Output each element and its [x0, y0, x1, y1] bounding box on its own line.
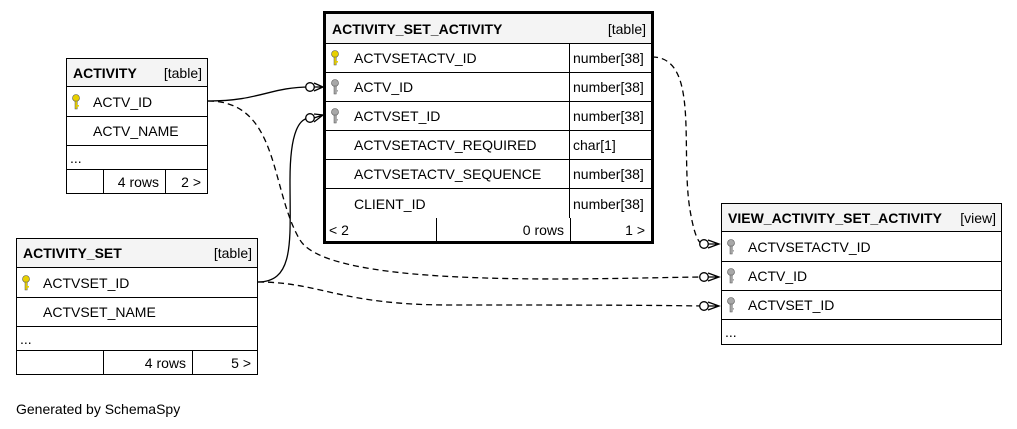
column-row[interactable]: ACTVSET_ID number[38]: [326, 102, 651, 131]
column-name: CLIENT_ID: [354, 195, 426, 212]
foreign-key-icon: [722, 262, 740, 290]
column-row[interactable]: ACTVSETACTV_REQUIRED char[1]: [326, 131, 651, 160]
column-name: ACTVSETACTV_ID: [354, 50, 477, 66]
column-row[interactable]: ACTVSET_NAME: [17, 298, 257, 327]
more-indicator: ...: [725, 324, 737, 340]
primary-key-icon: [17, 268, 35, 297]
generated-by-text: Generated by SchemaSpy: [16, 401, 181, 417]
foreign-key-icon: [326, 73, 344, 101]
footer-parents[interactable]: [67, 170, 104, 193]
column-row[interactable]: ACTV_ID: [722, 262, 1001, 291]
footer-rows: 4 rows: [104, 351, 193, 374]
more-indicator: ...: [70, 149, 82, 166]
key-slot-empty: [326, 189, 344, 218]
key-slot-empty: [67, 117, 85, 145]
link-actvset-to-view: [257, 281, 703, 307]
table-header: ACTIVITY [table]: [67, 59, 207, 87]
table-footer: 4 rows 5 >: [17, 351, 257, 374]
table-kind: [view]: [960, 209, 996, 226]
foreign-key-icon: [326, 102, 344, 130]
column-row[interactable]: ACTVSETACTV_ID: [722, 232, 1001, 262]
column-type: number[38]: [569, 189, 651, 218]
column-row[interactable]: ACTV_ID number[38]: [326, 73, 651, 102]
more-row: ...: [67, 146, 207, 170]
column-row[interactable]: CLIENT_ID number[38]: [326, 189, 651, 218]
column-name: ACTVSETACTV_ID: [748, 238, 871, 255]
column-name: ACTVSETACTV_REQUIRED: [354, 137, 537, 153]
column-name: ACTV_ID: [354, 79, 414, 95]
more-indicator: ...: [20, 330, 32, 347]
footer-children-link[interactable]: 2 >: [181, 173, 201, 190]
column-name: ACTV_ID: [748, 268, 808, 284]
table-view-activity-set-activity[interactable]: VIEW_ACTIVITY_SET_ACTIVITY [view] ACTVSE…: [721, 203, 1002, 345]
footer-rows: 0 rows: [437, 218, 571, 241]
primary-key-icon: [326, 44, 344, 72]
column-type: number[38]: [569, 44, 651, 72]
column-row[interactable]: ACTV_ID: [67, 87, 207, 117]
table-activity-set[interactable]: ACTIVITY_SET [table] ACTVSET_ID ACTVSET_…: [16, 238, 258, 375]
table-header: ACTIVITY_SET [table]: [17, 239, 257, 268]
table-footer: < 2 0 rows 1 >: [326, 218, 651, 241]
more-row: ...: [17, 327, 257, 351]
column-row[interactable]: ACTVSET_ID: [722, 291, 1001, 320]
column-row[interactable]: ACTV_NAME: [67, 117, 207, 146]
table-kind: [table]: [607, 20, 646, 37]
table-header: VIEW_ACTIVITY_SET_ACTIVITY [view]: [722, 204, 1001, 232]
footer-rows: 4 rows: [104, 170, 166, 193]
link-actv-to-asa: [207, 86, 311, 102]
table-name: ACTIVITY: [73, 64, 137, 81]
table-name: VIEW_ACTIVITY_SET_ACTIVITY: [728, 209, 942, 226]
table-activity-set-activity[interactable]: ACTIVITY_SET_ACTIVITY [table] ACTVSETACT…: [323, 11, 654, 244]
column-type: number[38]: [569, 160, 651, 188]
footer-parents[interactable]: [17, 351, 104, 374]
table-kind: [table]: [163, 64, 202, 81]
column-name: ACTVSET_ID: [748, 297, 835, 313]
column-row[interactable]: ACTVSETACTV_ID number[38]: [326, 44, 651, 73]
column-row[interactable]: ACTVSETACTV_SEQUENCE number[38]: [326, 160, 651, 189]
table-kind: [table]: [213, 245, 252, 261]
column-name: ACTV_ID: [93, 93, 153, 110]
more-row: ...: [722, 320, 1001, 344]
column-name: ACTVSET_ID: [354, 108, 441, 124]
foreign-key-icon: [722, 232, 740, 261]
table-footer: 4 rows 2 >: [67, 170, 207, 193]
footer-parents-link[interactable]: < 2: [326, 218, 437, 241]
key-slot-empty: [326, 131, 344, 159]
footer-children-link[interactable]: 5 >: [231, 354, 251, 371]
column-type: number[38]: [569, 102, 651, 130]
column-type: char[1]: [569, 131, 651, 159]
column-type: number[38]: [569, 73, 651, 101]
table-activity[interactable]: ACTIVITY [table] ACTV_ID ACTV_NAME ... 4…: [66, 58, 208, 194]
key-slot-empty: [326, 160, 344, 188]
foreign-key-icon: [722, 291, 740, 319]
column-name: ACTVSET_NAME: [43, 304, 156, 320]
link-actvset-to-asa: [257, 117, 311, 283]
column-name: ACTVSET_ID: [43, 274, 130, 291]
primary-key-icon: [67, 87, 85, 116]
column-row[interactable]: ACTVSET_ID: [17, 268, 257, 298]
key-slot-empty: [17, 298, 35, 326]
table-header: ACTIVITY_SET_ACTIVITY [table]: [326, 14, 651, 44]
table-name: ACTIVITY_SET_ACTIVITY: [332, 20, 503, 37]
link-actv-to-view: [207, 100, 703, 280]
link-asa-to-view: [651, 56, 704, 245]
table-name: ACTIVITY_SET: [23, 245, 122, 261]
footer-children-link[interactable]: 1 >: [625, 221, 645, 238]
column-name: ACTVSETACTV_SEQUENCE: [354, 166, 542, 182]
column-name: ACTV_NAME: [93, 123, 179, 139]
